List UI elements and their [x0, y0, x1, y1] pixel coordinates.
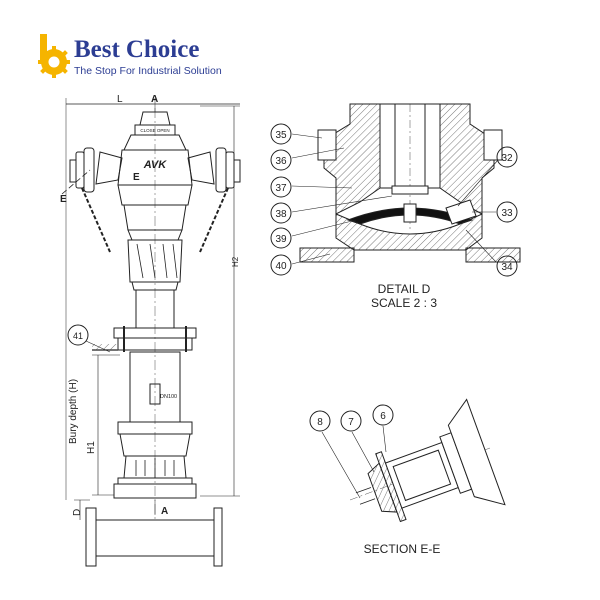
callout-41: 41 [73, 331, 83, 341]
detail-d-callout-37: 37 [275, 183, 287, 194]
brand-tagline: The Stop For Industrial Solution [74, 65, 222, 77]
brand-first: Best [74, 36, 120, 63]
dim-H1: H1 [86, 441, 97, 454]
section-mark-E-left: E [60, 194, 67, 205]
detail-d-callout-40: 40 [275, 261, 287, 272]
hydrant-close-open-label: CLOSE OPEN [140, 128, 169, 133]
detail-d-drawing [270, 103, 521, 277]
brand-second: Choice [125, 36, 200, 63]
hydrant-brand-mark: AVK [143, 159, 167, 171]
detail-d-callout-34: 34 [501, 262, 513, 273]
section-ee-callout-8: 8 [317, 417, 323, 428]
section-ee-callout-7: 7 [348, 417, 354, 428]
detail-d-callout-39: 39 [275, 234, 287, 245]
logo-gear-icon [38, 34, 70, 78]
dim-H2: H2 [231, 256, 240, 267]
section-ee-drawing [309, 398, 506, 523]
section-mark-A-top: A [151, 94, 158, 105]
detail-d-callout-32: 32 [501, 153, 513, 164]
section-mark-A-bottom: A [161, 506, 168, 517]
dim-bury-depth: Bury depth (H) [68, 379, 79, 444]
section-ee-title: SECTION E-E [364, 542, 441, 556]
detail-d-callout-36: 36 [275, 156, 287, 167]
dim-D: D [72, 509, 83, 516]
section-mark-E-center: E [133, 172, 140, 183]
section-ee-callout-6: 6 [380, 411, 386, 422]
detail-d-callout-35: 35 [275, 130, 287, 141]
detail-d-callout-38: 38 [275, 209, 287, 220]
detail-d-scale: SCALE 2 : 3 [371, 296, 437, 310]
hydrant-elevation [61, 98, 241, 567]
hydrant-dn-label: DN100 [160, 394, 177, 400]
detail-d-title: DETAIL D [378, 282, 431, 296]
detail-d-callout-33: 33 [501, 208, 513, 219]
dim-L: L [117, 94, 123, 105]
